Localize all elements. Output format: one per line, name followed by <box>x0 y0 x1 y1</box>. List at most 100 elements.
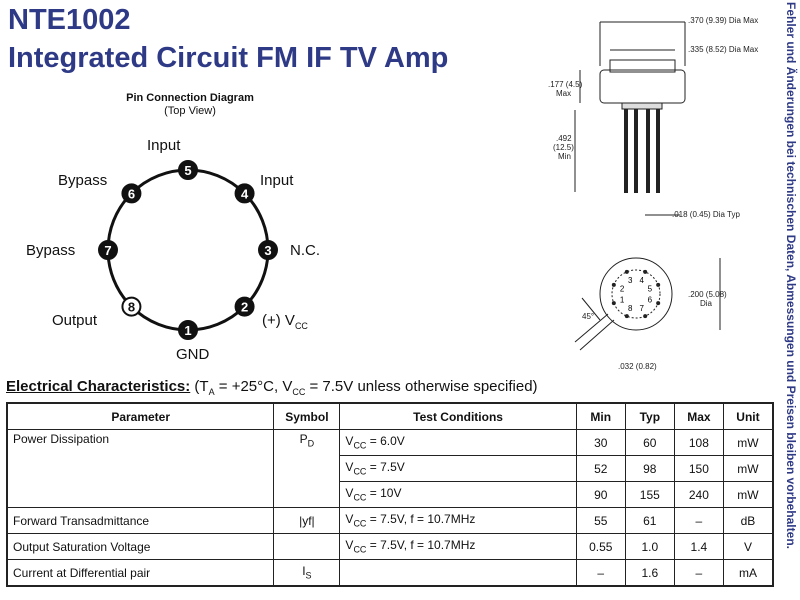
dim-200-text: .200 (5.08) <box>688 290 727 299</box>
table-row: VCC = 7.5V 52 98 150 mW <box>7 455 774 482</box>
dim-032-text: .032 (0.82) <box>618 362 657 371</box>
package-bottom-view <box>574 257 721 351</box>
cell-symbol: PD <box>273 429 341 508</box>
pin-diagram-subtitle: (Top View) <box>164 105 216 117</box>
cell-max: 240 <box>673 481 724 508</box>
cell-min: 52 <box>575 455 626 482</box>
dim-125-text: (12.5) <box>553 143 574 152</box>
cell-condition: VCC = 7.5V, f = 10.7MHz <box>339 507 577 534</box>
pin-8-number: 8 <box>128 300 135 315</box>
bottom-pin-2-number: 2 <box>620 284 625 293</box>
cell-max: 150 <box>673 455 724 482</box>
cell-typ: 98 <box>624 455 675 482</box>
cell-unit: mA <box>722 559 774 587</box>
electrical-table: Parameter Symbol Test Conditions Min Typ… <box>6 402 774 587</box>
bottom-pin-3-dot <box>624 269 629 274</box>
pin-dots: 1 2 3 4 5 6 7 8 <box>98 160 278 340</box>
pin-8-dot <box>121 296 142 317</box>
cell-unit: mW <box>722 481 774 508</box>
col-test-conditions: Test Conditions <box>339 402 577 430</box>
bottom-pin-3-number: 3 <box>628 276 633 285</box>
pin-4-number: 4 <box>241 186 249 201</box>
part-description-title: Integrated Circuit FM IF TV Amp <box>8 42 449 74</box>
table-row: Forward Transadmittance |yf| VCC = 7.5V,… <box>6 507 774 534</box>
cell-min: 0.55 <box>575 533 626 560</box>
bottom-pin-1-dot <box>611 301 616 306</box>
bottom-pin-circle <box>611 269 661 319</box>
bottom-pin-4-number: 4 <box>640 276 645 285</box>
tab-line-2 <box>574 313 609 343</box>
cell-symbol <box>273 533 341 560</box>
cell-min: 90 <box>575 481 626 508</box>
pin-1-number: 1 <box>184 323 191 338</box>
cell-condition <box>339 559 577 587</box>
cell-typ: 60 <box>624 429 675 456</box>
col-max: Max <box>673 402 724 430</box>
bottom-pin-7-number: 7 <box>640 304 645 313</box>
pin-2-number: 2 <box>241 300 248 315</box>
package-can-body <box>599 69 686 104</box>
cell-unit: V <box>722 533 774 560</box>
pin-7-dot <box>98 240 118 260</box>
col-parameter: Parameter <box>6 402 275 430</box>
bottom-pin-6-number: 6 <box>648 296 653 305</box>
dim-018-text: .018 (0.45) Dia Typ <box>672 210 740 219</box>
tab-line-1 <box>579 319 615 351</box>
pin-1-dot <box>178 320 198 340</box>
col-unit: Unit <box>722 402 774 430</box>
cell-parameter: Output Saturation Voltage <box>6 533 275 560</box>
col-min: Min <box>575 402 626 430</box>
bottom-pin-5-number: 5 <box>648 284 653 293</box>
cell-min: 30 <box>575 429 626 456</box>
table-row: Power Dissipation PD VCC = 6.0V 30 60 10… <box>6 429 774 508</box>
cell-max: – <box>673 559 724 587</box>
cell-parameter: Current at Differential pair <box>6 559 275 587</box>
angle-line <box>581 297 601 321</box>
table-row: Output Saturation Voltage VCC = 7.5V, f … <box>6 533 774 560</box>
electrical-title: Electrical Characteristics: (TA = +25°C,… <box>6 378 538 397</box>
bottom-pin-2-dot <box>611 282 616 287</box>
cell-typ: 155 <box>624 481 675 508</box>
cell-condition: VCC = 10V <box>339 481 577 508</box>
bottom-pin-8-dot <box>624 314 629 319</box>
table-header-row: Parameter Symbol Test Conditions Min Typ… <box>6 402 774 430</box>
bottom-pin-5-dot <box>656 282 661 287</box>
pin-2-label: (+) VCC <box>262 312 308 331</box>
dim-177-text: .177 (4.5) <box>548 80 583 89</box>
cell-max: 108 <box>673 429 724 456</box>
cell-unit: dB <box>722 507 774 534</box>
bottom-pin-8-number: 8 <box>628 304 633 313</box>
pin-3-dot <box>258 240 278 260</box>
col-symbol: Symbol <box>273 402 341 430</box>
angle-text: 45° <box>582 312 595 321</box>
pin-1-label: GND <box>176 346 210 363</box>
bottom-pin-7-dot <box>643 314 648 319</box>
table-row: Current at Differential pair IS – 1.6 – … <box>6 559 774 587</box>
pin-5-dot <box>178 160 198 180</box>
bottom-pin-1-number: 1 <box>620 296 625 305</box>
dim-492-text: .492 <box>556 134 572 143</box>
cell-max: 1.4 <box>673 533 724 560</box>
cell-condition: VCC = 7.5V, f = 10.7MHz <box>339 533 577 560</box>
cell-max: – <box>673 507 724 534</box>
cell-condition: VCC = 7.5V <box>339 455 577 482</box>
cell-parameter: Power Dissipation <box>6 429 275 508</box>
cell-min: – <box>575 559 626 587</box>
pin-4-dot <box>234 183 255 204</box>
pin-7-number: 7 <box>104 243 111 258</box>
dim-200-dia-text: Dia <box>700 299 713 308</box>
pin-6-label: Bypass <box>58 172 108 189</box>
cell-typ: 1.0 <box>624 533 675 560</box>
pin-diagram-title: Pin Connection Diagram <box>126 92 254 104</box>
package-can-top <box>609 59 676 73</box>
pin-6-number: 6 <box>128 186 135 201</box>
pin-5-number: 5 <box>184 163 191 178</box>
bottom-pin-4-dot <box>643 269 648 274</box>
cell-symbol: |yf| <box>273 507 341 534</box>
col-typ: Typ <box>624 402 675 430</box>
pin-3-number: 3 <box>264 243 271 258</box>
pin-6-dot <box>121 183 142 204</box>
cell-condition: VCC = 6.0V <box>339 429 577 456</box>
